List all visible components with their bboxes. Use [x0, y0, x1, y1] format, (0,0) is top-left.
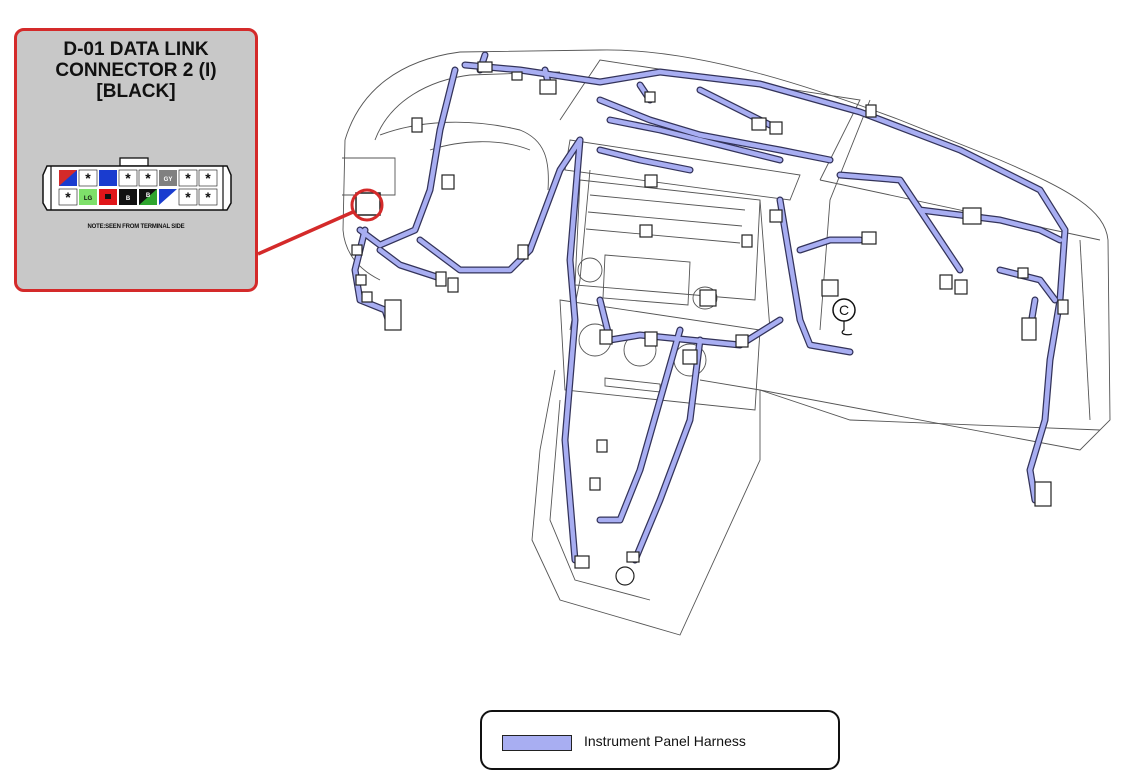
connector-title-line: CONNECTOR 2 (I)	[55, 60, 217, 81]
pin-label: *	[125, 170, 131, 186]
pin-label: *	[145, 170, 151, 186]
ground-symbol-label: C	[839, 302, 849, 318]
connector-highlight-ring	[350, 188, 384, 222]
dashboard-outline	[342, 49, 1111, 636]
pin-label: *	[205, 170, 211, 186]
connector-note: NOTE:SEEN FROM TERMINAL SIDE	[87, 224, 185, 230]
connector-title-line: [BLACK]	[96, 81, 176, 102]
legend-label-harness: Instrument Panel Harness	[584, 733, 746, 749]
instrument-panel-harness	[351, 51, 1069, 564]
connector-title-line: D-01 DATA LINK	[63, 39, 209, 60]
harness-connectors	[351, 61, 1069, 569]
horn-connector	[615, 566, 635, 586]
pin-label: *	[85, 170, 91, 186]
connector-latch	[119, 157, 149, 167]
connector-face-diagram: * * * GY * * * LG B B	[42, 157, 232, 211]
pin-label: GY	[164, 177, 173, 183]
legend-swatch-harness	[502, 735, 572, 751]
pin-label: LG	[84, 196, 93, 202]
connector-callout: D-01 DATA LINK CONNECTOR 2 (I) [BLACK] *…	[14, 28, 258, 292]
pin-label: *	[205, 189, 211, 205]
ground-point-symbol: C	[832, 298, 856, 336]
pin-row-top: * * * GY * *	[59, 169, 218, 187]
pin-label: *	[185, 170, 191, 186]
pin-label: B	[126, 196, 131, 202]
pin-row-bottom: * LG B B * *	[58, 188, 218, 206]
pin-label: B	[146, 193, 151, 199]
connector-title: D-01 DATA LINK CONNECTOR 2 (I) [BLACK]	[17, 39, 255, 102]
pin-label: *	[185, 189, 191, 205]
callout-leader-line	[257, 210, 354, 256]
legend: Instrument Panel Harness	[480, 710, 840, 770]
pin-label: *	[65, 189, 71, 205]
